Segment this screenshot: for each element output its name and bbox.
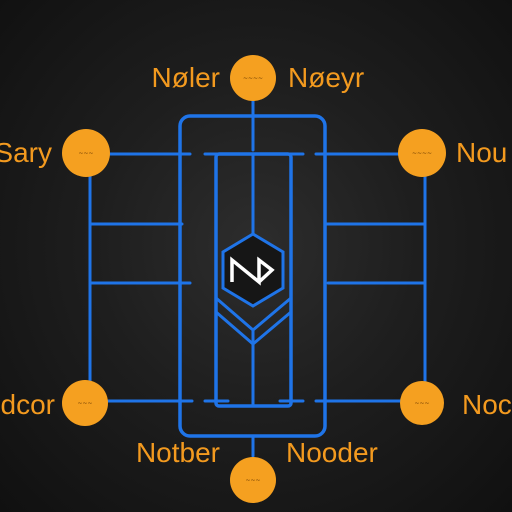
label-mid-left: Sary — [0, 137, 52, 168]
node-top-text: ~~~~ — [243, 75, 263, 82]
node-low-left[interactable]: ~~~ — [62, 380, 108, 426]
node-low-right[interactable]: ~~~ — [400, 381, 444, 425]
center-logo — [221, 232, 285, 308]
label-low-right: Noc — [462, 389, 512, 420]
node-bottom[interactable]: ~~~ — [230, 457, 276, 503]
hexagon-n-logo-icon — [230, 256, 275, 286]
label-top-left: Nøler — [152, 62, 220, 93]
node-mid-right[interactable]: ~~~~ — [398, 129, 446, 177]
label-bottom-right: Nooder — [286, 437, 378, 468]
node-bottom-text: ~~~ — [245, 477, 260, 484]
label-low-left: Ncdcor — [0, 389, 55, 420]
chevron-upper — [214, 296, 293, 332]
label-mid-right: Nou — [456, 137, 507, 168]
node-top[interactable]: ~~~~ — [230, 55, 276, 101]
label-top-right: Nøeyr — [288, 62, 364, 93]
node-low-left-text: ~~~ — [77, 400, 92, 407]
chevron-lower — [214, 310, 293, 346]
node-mid-right-text: ~~~~ — [412, 150, 432, 157]
node-mid-left[interactable]: ~~~ — [62, 129, 110, 177]
node-mid-left-text: ~~~ — [78, 150, 93, 157]
label-bottom-left: Notber — [136, 437, 220, 468]
node-low-right-text: ~~~ — [414, 400, 429, 407]
